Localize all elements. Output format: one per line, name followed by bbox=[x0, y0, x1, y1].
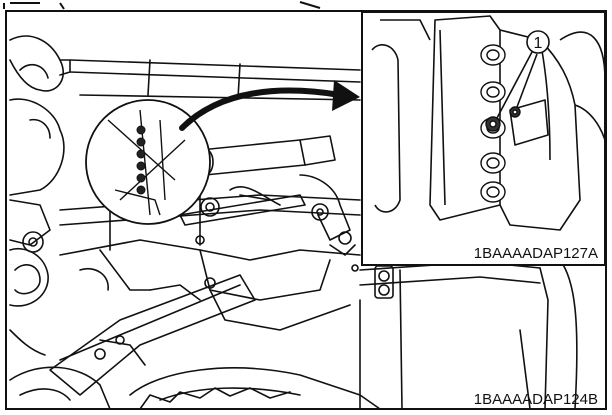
bolt-head bbox=[480, 152, 506, 174]
bolt-head bbox=[480, 181, 506, 203]
callout-leader-lines bbox=[496, 51, 538, 119]
bolt-head bbox=[480, 81, 506, 103]
magnified-bolt-column bbox=[136, 125, 146, 195]
bolt-head bbox=[480, 44, 506, 66]
magnifier-circle bbox=[85, 99, 211, 225]
callout-number: 1 bbox=[534, 35, 543, 52]
pointer-arrow bbox=[179, 80, 360, 131]
inset-caption: 1BAAAADAP127A bbox=[474, 245, 598, 262]
target-nut bbox=[485, 106, 521, 132]
callout-1: 1 bbox=[526, 30, 550, 54]
main-drawing bbox=[9, 35, 578, 410]
main-caption: 1BAAAADAP124B bbox=[474, 391, 598, 408]
